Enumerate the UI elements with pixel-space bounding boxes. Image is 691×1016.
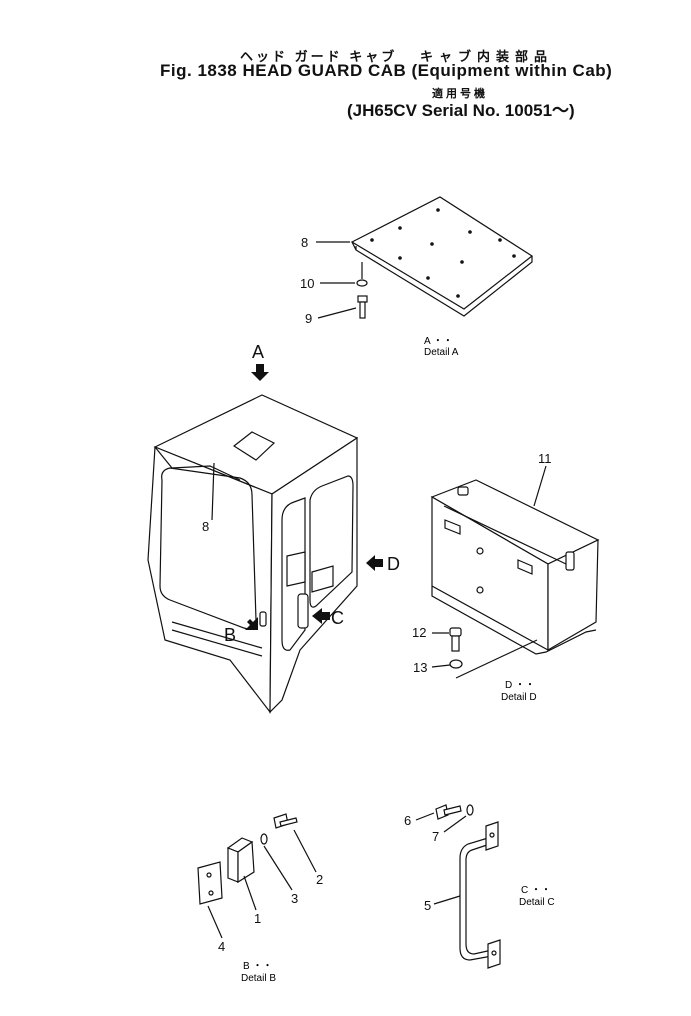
title-japanese-2: 適用号機	[432, 88, 488, 100]
detail-d-caption: Detail D	[501, 692, 537, 703]
detail-b-bolt-2	[273, 813, 298, 829]
view-arrow-b	[241, 617, 258, 630]
part-label-9: 9	[305, 311, 312, 326]
title-japanese-1b: キャブ内装部品	[420, 49, 554, 64]
figure-title: Fig. 1838 HEAD GUARD CAB (Equipment with…	[160, 61, 612, 81]
figure-number: Fig. 1838	[160, 61, 238, 80]
part-label-6: 6	[404, 813, 411, 828]
detail-c-jp: C ・・	[521, 885, 551, 896]
cab-assembly	[147, 394, 359, 714]
detail-c-washer-7	[466, 804, 474, 816]
part-label-7: 7	[432, 829, 439, 844]
detail-a-plate	[350, 196, 534, 317]
part-label-10: 10	[300, 276, 314, 291]
figure-subtitle: (Equipment within Cab)	[411, 61, 613, 80]
view-label-b: B	[224, 625, 236, 645]
part-label-13: 13	[413, 660, 427, 675]
serial-range: (JH65CV Serial No. 10051～)	[347, 101, 575, 120]
part-label-11: 11	[538, 451, 552, 466]
part-label-12: 12	[412, 625, 426, 640]
view-label-d: D	[387, 554, 400, 574]
part-label-3: 3	[291, 891, 298, 906]
detail-c-handrail-5	[459, 821, 501, 969]
bolt-9	[357, 295, 368, 319]
view-label-a: A	[252, 342, 264, 362]
detail-c-bolt-6	[435, 804, 462, 820]
view-arrow-d	[366, 555, 383, 571]
part-label-4: 4	[218, 939, 225, 954]
washer-13	[449, 659, 463, 669]
view-arrow-c	[312, 608, 330, 624]
detail-c-caption: Detail C	[519, 897, 555, 908]
washer-10	[356, 262, 368, 287]
detail-a-caption: Detail A	[424, 347, 459, 358]
detail-b-jp: B ・・	[243, 961, 272, 972]
detail-b-washer-3	[260, 833, 268, 845]
part-label-5: 5	[424, 898, 431, 913]
detail-b-block-1	[226, 837, 255, 884]
detail-d-jp: D ・・	[505, 680, 535, 691]
detail-d-box	[430, 479, 600, 679]
figure-name: HEAD GUARD CAB	[242, 61, 407, 80]
part-label-2: 2	[316, 872, 323, 887]
detail-b-plate-4	[197, 861, 223, 905]
view-label-c: C	[331, 608, 344, 628]
part-label-8-cab: 8	[202, 519, 209, 534]
view-arrow-a	[251, 364, 269, 381]
bolt-12	[449, 627, 462, 652]
part-label-1: 1	[254, 911, 261, 926]
part-label-8-top: 8	[301, 235, 308, 250]
title-japanese-1: ヘッド ガード キャブ	[240, 49, 398, 64]
detail-b-caption: Detail B	[241, 973, 276, 984]
detail-a-jp: A ・・	[424, 336, 453, 347]
